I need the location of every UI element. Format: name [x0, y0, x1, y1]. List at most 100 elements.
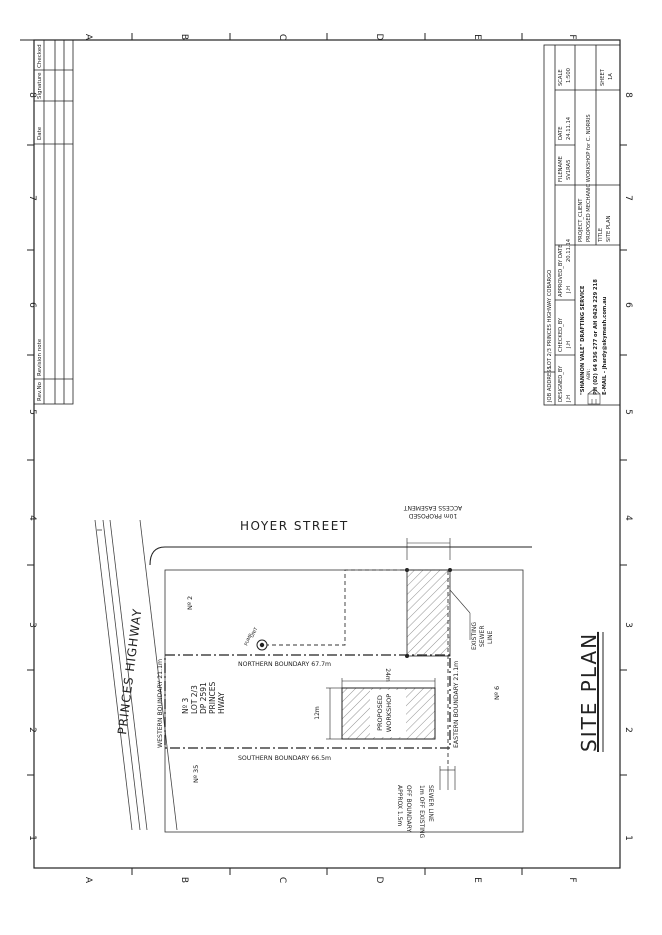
grid-number-right-8: 8: [623, 92, 633, 98]
title-scale-label: SCALE: [558, 69, 564, 86]
grid-letter-top-f: F: [567, 34, 577, 39]
site-plan-title: SITE PLAN: [577, 632, 601, 752]
pump-unit-icon: [256, 639, 268, 651]
grid-letter-bottom-e: E: [472, 877, 482, 883]
lot-description-5: HWAY: [217, 692, 226, 714]
title-company-email: E-MAIL - jhardy@skymesh.com.au: [602, 296, 608, 395]
grid-letter-top-d: D: [374, 34, 384, 41]
grid-ticks: [20, 33, 627, 875]
revision-header-checked: Checked: [37, 44, 43, 68]
grid-number-right-7: 7: [623, 195, 633, 201]
title-job-address-label: JOB ADDRESS: [547, 366, 553, 403]
grid-number-left-2: 2: [27, 727, 37, 733]
lot-boundary: [164, 654, 451, 749]
title-designed-by-label: DESIGNED_BY: [558, 365, 564, 402]
revision-header-note: Revision note: [37, 338, 43, 376]
sewer-label-3: LINE: [487, 630, 494, 644]
access-easement: [406, 569, 451, 657]
offset-label-3: 1m OFF EXISTING: [418, 785, 425, 839]
lot-description-4: PRINCES: [208, 681, 217, 714]
workshop-label-bg: [370, 690, 406, 737]
offset-label-1b: APPROX 1.5m: [396, 785, 403, 826]
workshop-dimensions: [326, 678, 436, 740]
grid-number-right-5: 5: [623, 409, 633, 415]
title-date-value: 24.11.14: [566, 116, 572, 140]
title-designed-by-value: J.H: [566, 395, 572, 403]
grid-number-right-6: 6: [623, 302, 633, 308]
title-checked-by-label: CHECKED_BY: [558, 317, 564, 352]
title-date-label: DATE: [558, 127, 564, 141]
neighbor-east-label: Nº 6: [493, 686, 501, 700]
sewer-label-1: EXISTING: [471, 622, 478, 650]
grid-number-left-8: 8: [27, 92, 37, 98]
title-block-frame: [543, 44, 621, 406]
pump-label-2: UNIT: [249, 626, 259, 638]
revision-table: [33, 39, 74, 405]
title-company-phone: PH (02) 64 936 277 or AH 0424 229 218: [593, 279, 599, 395]
grid-number-left-4: 4: [27, 515, 37, 521]
grid-number-left-5: 5: [27, 409, 37, 415]
title-checked-by-value: J.H: [566, 341, 572, 349]
sewer-leader-1: [449, 589, 471, 614]
company-logo: [587, 388, 601, 405]
pump-label: PUMP: [243, 633, 254, 647]
easement-dimension: [406, 538, 451, 560]
title-company-abn: ABN:: [586, 369, 592, 380]
princes-highway-label: PRINCES HIGHWAY: [115, 607, 144, 735]
grid-letter-bottom-d: D: [374, 877, 384, 884]
grid-letter-bottom-c: C: [277, 877, 287, 883]
revision-header-date: Date: [37, 126, 43, 140]
title-job-address-value: LOT 2/3 PRINCES HIGHWAY COBARGO: [547, 270, 553, 368]
easement-point-2: [405, 654, 409, 658]
revision-header-signature: Signature: [37, 72, 43, 99]
grid-number-left-3: 3: [27, 622, 37, 628]
title-date-col-label: DATE: [558, 245, 564, 259]
title-project-client-label: PROJECT_CLIENT: [578, 198, 584, 242]
title-company-name: "SHANNON VALE" DRAFTING SERVICE: [580, 285, 586, 395]
title-date-col-value: 20.11.14: [566, 238, 572, 262]
northern-boundary-label: NORTHERN BOUNDARY 67.7m: [238, 661, 331, 668]
princes-highway-road: [94, 519, 178, 831]
sewer-label-2: SEWER: [479, 626, 486, 648]
grid-number-left-6: 6: [27, 302, 37, 308]
grid-number-right-2: 2: [623, 727, 633, 733]
grid-letter-top-a: A: [83, 34, 93, 41]
sewer-line: [265, 569, 449, 765]
title-sheet-value: 1A: [608, 73, 614, 80]
lot-description-3: DP 2591: [199, 682, 208, 714]
easement-point-3: [448, 568, 452, 572]
workshop-label-1: PROPOSED: [376, 695, 384, 731]
southern-boundary-label: SOUTHERN BOUNDARY 66.5m: [238, 755, 331, 762]
title-title-value: SITE PLAN: [606, 215, 612, 242]
grid-letter-top-b: B: [179, 34, 189, 40]
workshop-label-2: WORKSHOP: [385, 694, 393, 732]
grid-number-right-4: 4: [623, 515, 633, 521]
grid-letter-bottom-f: F: [567, 877, 577, 882]
easement-label-1: ACCESS EASEMENT: [404, 504, 463, 511]
grid-letter-bottom-b: B: [179, 877, 189, 883]
neighbor-south-label: Nº 35: [192, 765, 200, 783]
lot-description-2: LOT 2/3: [190, 685, 199, 714]
title-sheet-label: SHEET: [600, 68, 606, 86]
grid-letter-top-c: C: [277, 34, 287, 40]
offset-label-4: SEWER LINE: [427, 785, 434, 822]
easement-label-2: 10m PROPOSED: [408, 512, 457, 519]
neighbor-north-label: Nº 2: [186, 596, 194, 610]
title-filename-label: FILENAME: [558, 156, 564, 182]
grid-letter-bottom-a: A: [83, 877, 93, 884]
title-title-label: TITLE: [598, 228, 604, 243]
grid-number-left-7: 7: [27, 195, 37, 201]
grid-number-right-3: 3: [623, 622, 633, 628]
workshop-dim-width: 24m: [384, 668, 391, 682]
hoyer-street-label: HOYER STREET: [240, 519, 349, 533]
offset-label-2: OFF BOUNDARY: [405, 785, 412, 833]
revision-header-rev-no: Rev.No: [37, 381, 43, 401]
workshop-dim-depth: 12m: [314, 706, 321, 720]
hoyer-street-edge: [149, 546, 532, 566]
grid-number-left-1: 1: [27, 835, 37, 841]
eastern-boundary-label: EASTERN BOUNDARY 21.1m: [453, 661, 460, 748]
grid-letter-top-e: E: [472, 34, 482, 40]
title-approved-by-label: APPROVED_BY: [558, 259, 564, 297]
title-project-client-value: PROPOSED MECHANIC WORKSHOP for C. NORRIS: [586, 114, 592, 242]
